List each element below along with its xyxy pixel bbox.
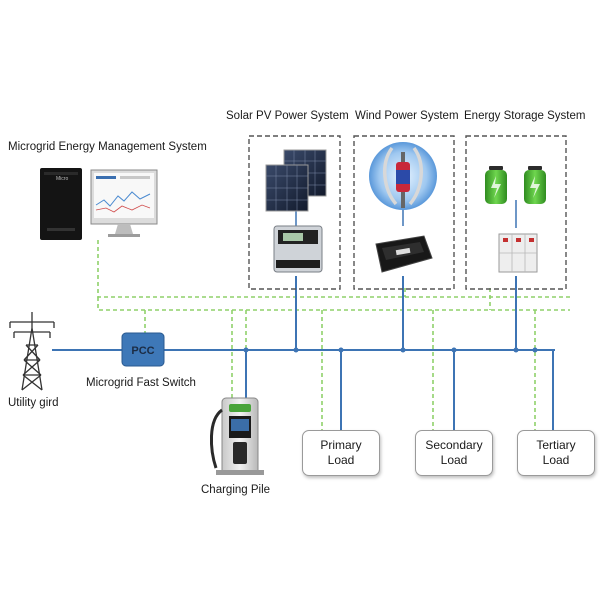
pcc-label: PCC xyxy=(131,345,155,357)
storage-cabinet-icon xyxy=(498,233,538,273)
secondary-load-line1: Secondary xyxy=(425,438,483,452)
junction-dot xyxy=(451,347,457,353)
primary-load-line2: Load xyxy=(327,453,355,467)
charging-pile-label: Charging Pile xyxy=(201,484,271,496)
storage-system-box xyxy=(465,135,567,290)
wind-turbine-icon xyxy=(369,142,437,210)
tertiary-load-line1: Tertiary xyxy=(536,438,576,452)
fast-switch-label: Microgrid Fast Switch xyxy=(86,377,196,389)
primary-load-line1: Primary xyxy=(320,438,362,452)
ems-computer-icon: Micro xyxy=(40,168,158,240)
junction-dot xyxy=(338,347,344,353)
monitor-brand-text: Micro xyxy=(56,176,68,182)
solar-controller-icon xyxy=(273,225,323,273)
tertiary-load-box: Tertiary Load xyxy=(517,430,595,476)
secondary-load-box: Secondary Load xyxy=(415,430,493,476)
utility-tower-icon xyxy=(9,312,55,391)
junction-dot xyxy=(513,347,519,353)
junction-dot xyxy=(532,347,538,353)
junction-dot xyxy=(293,347,299,353)
wind-system-title: Wind Power System xyxy=(355,110,459,122)
control-line-lower xyxy=(97,297,570,311)
system-boxes xyxy=(248,135,567,290)
wind-system-box xyxy=(353,135,455,290)
wind-controller-icon xyxy=(375,235,433,273)
bus-junctions xyxy=(243,347,538,353)
control-network xyxy=(97,240,570,430)
solar-system-title: Solar PV Power System xyxy=(226,110,349,122)
junction-dot xyxy=(243,347,249,353)
utility-grid-label: Utility gird xyxy=(8,397,59,409)
pcc-box xyxy=(121,332,165,367)
junction-dot xyxy=(400,347,406,353)
tertiary-load-line2: Load xyxy=(542,453,570,467)
solar-system-box xyxy=(248,135,341,290)
solar-panel-icon xyxy=(265,149,327,212)
primary-load-box: Primary Load xyxy=(302,430,380,476)
battery-icon-2 xyxy=(524,166,546,204)
ems-title: Microgrid Energy Management System xyxy=(8,141,207,153)
storage-system-title: Energy Storage System xyxy=(464,110,586,122)
charging-pile-icon xyxy=(209,397,264,475)
battery-icon-1 xyxy=(485,166,507,204)
secondary-load-line2: Load xyxy=(440,453,468,467)
